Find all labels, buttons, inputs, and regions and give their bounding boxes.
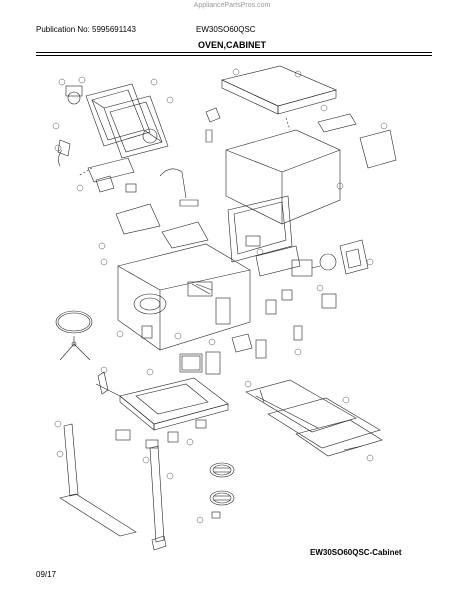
diagram-caption: EW30SO60QSC-Cabinet <box>310 548 402 557</box>
section-title: OVEN,CABINET <box>197 40 266 50</box>
outer-cabinet-wrap <box>205 65 397 225</box>
header-rule-bottom <box>36 55 432 56</box>
header-rule-top <box>36 52 432 53</box>
watermark: AppliancePartsPros.com <box>193 2 271 9</box>
base-plate <box>95 371 229 431</box>
callout-bubbles <box>52 68 388 524</box>
model-number: EW30SO60QSC <box>196 25 256 34</box>
back-panel <box>227 195 301 277</box>
revision-date: 09/17 <box>36 570 57 579</box>
turntable <box>55 310 93 361</box>
grease-filters <box>209 462 235 519</box>
mounting-rails <box>245 379 383 457</box>
switch-bracket-group <box>77 157 137 193</box>
duct-pieces <box>115 168 209 249</box>
oven-cavity <box>117 243 251 351</box>
lower-parts <box>115 419 207 449</box>
fan-motor-assembly <box>291 239 369 309</box>
publication-number: Publication No: 5995691143 <box>36 25 136 34</box>
magnetron-transformer <box>141 289 303 375</box>
trim-pieces <box>59 423 167 551</box>
door-assembly <box>57 83 169 167</box>
